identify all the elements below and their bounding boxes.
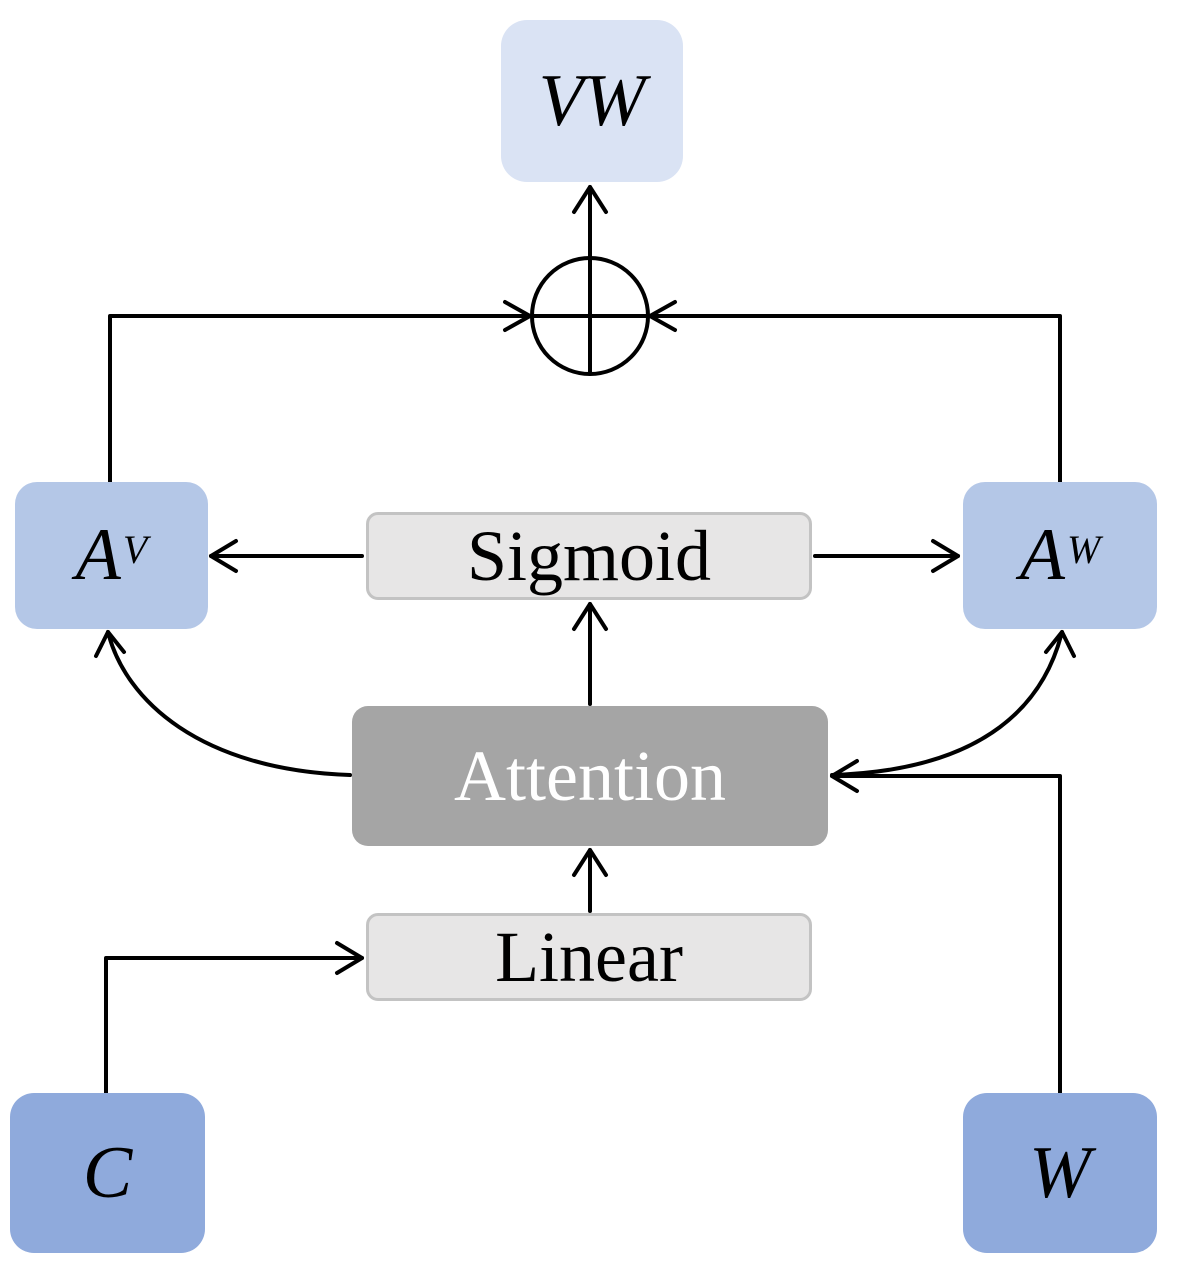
node-a-v-label: A: [75, 514, 121, 596]
edge-attention-to-sigmoid: [572, 602, 608, 706]
node-w: W: [963, 1093, 1157, 1253]
node-a-w-label: A: [1019, 514, 1065, 596]
node-vw-label: VW: [538, 59, 646, 142]
node-vw: VW: [501, 20, 683, 182]
node-linear: Linear: [366, 913, 812, 1001]
edge-av-to-sum: [108, 300, 532, 484]
edge-c-to-linear: [104, 941, 364, 1095]
node-c: C: [10, 1093, 205, 1253]
edge-aw-to-sum: [648, 300, 1062, 484]
node-w-label: W: [1029, 1131, 1091, 1214]
node-c-label: C: [82, 1131, 133, 1214]
node-attention: Attention: [352, 706, 828, 846]
node-linear-label: Linear: [495, 916, 683, 997]
edge-attention-to-av: [94, 630, 352, 777]
node-sigmoid-label: Sigmoid: [466, 515, 712, 596]
sum-circle-icon: [530, 256, 650, 376]
edge-linear-to-attention: [572, 848, 608, 913]
node-a-w-superscript: W: [1066, 527, 1101, 572]
edge-sigmoid-to-aw: [813, 539, 960, 573]
node-a-v-superscript: V: [122, 527, 148, 572]
node-sigmoid: Sigmoid: [366, 512, 812, 600]
edge-sigmoid-to-av: [209, 539, 364, 573]
edge-attention-to-aw: [830, 630, 1076, 777]
node-attention-label: Attention: [454, 735, 726, 816]
edge-sum-to-vw: [572, 185, 608, 260]
edge-w-to-attention: [830, 759, 1062, 1095]
